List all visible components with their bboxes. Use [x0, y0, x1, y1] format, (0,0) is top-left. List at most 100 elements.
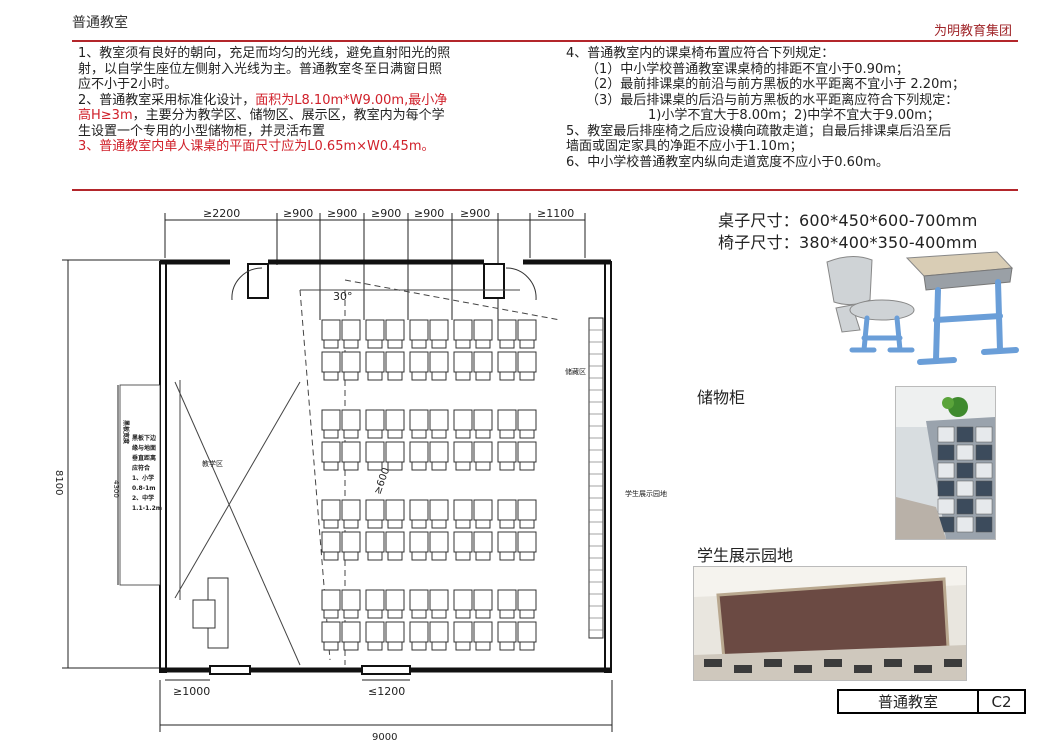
student-chair	[411, 461, 427, 471]
display-label: 学生展示园地	[697, 546, 794, 565]
student-desk	[473, 499, 493, 521]
bottom-center-door	[361, 665, 411, 675]
student-desk	[341, 621, 361, 643]
dim-label: ≥900	[460, 207, 490, 220]
student-chair	[431, 429, 447, 439]
student-chair	[455, 371, 471, 381]
photo-chair	[944, 659, 962, 667]
student-desk	[385, 589, 405, 611]
student-chair	[343, 429, 359, 439]
student-chair	[411, 371, 427, 381]
text-line: 生设置一个专用的小型储物柜，并灵活布置	[78, 123, 326, 139]
height-highlight: 高H≥3m	[78, 108, 133, 123]
text-line: 墙面或固定家具的净距不应小于1.10m；	[566, 139, 803, 154]
student-desk	[429, 409, 449, 431]
locker-door	[937, 498, 955, 515]
student-desk	[409, 441, 429, 463]
board-note: 垂直距离	[132, 454, 156, 462]
student-desk	[321, 409, 341, 431]
student-desk	[409, 589, 429, 611]
student-desk	[341, 531, 361, 553]
locker-door	[975, 426, 993, 443]
student-chair	[323, 609, 339, 619]
angle-label: 30°	[333, 290, 353, 303]
student-chair	[499, 429, 515, 439]
board-note-box	[119, 384, 161, 586]
dim-label: ≥1000	[173, 685, 210, 698]
chair-size-spec: 椅子尺寸：380*400*350-400mm	[718, 233, 978, 252]
student-desk	[453, 499, 473, 521]
student-chair	[411, 519, 427, 529]
student-chair	[323, 339, 339, 349]
student-chair	[455, 609, 471, 619]
text-line: 1)小学不宜大于8.00m；2)中学不宜大于9.00m；	[648, 108, 940, 123]
student-desk	[365, 441, 385, 463]
photo-chair	[734, 665, 752, 673]
student-desk	[365, 589, 385, 611]
student-desk	[453, 319, 473, 341]
overall-width-label: 9000	[372, 732, 397, 743]
text-line: （1）中小学校普通教室课桌椅的排距不宜小于0.90m；	[586, 61, 909, 77]
locker-door	[937, 426, 955, 443]
student-desk	[385, 409, 405, 431]
locker-door	[956, 462, 974, 479]
desk-size-spec: 桌子尺寸：600*450*600-700mm	[718, 211, 978, 230]
locker-door	[956, 426, 974, 443]
sight-line	[174, 381, 301, 599]
student-chair	[455, 461, 471, 471]
student-chair	[431, 609, 447, 619]
student-chair	[343, 641, 359, 651]
student-chair	[367, 551, 383, 561]
desk-grid	[321, 319, 537, 651]
student-desk	[473, 621, 493, 643]
footer-code: C2	[991, 692, 1012, 711]
locker-door	[956, 480, 974, 497]
student-desk	[497, 531, 517, 553]
student-chair	[411, 339, 427, 349]
board-note: 黑板宽度	[122, 420, 130, 445]
locker-door	[956, 444, 974, 461]
student-chair	[519, 339, 535, 349]
student-desk	[517, 409, 537, 431]
student-desk	[321, 441, 341, 463]
chair-back	[826, 256, 873, 306]
student-chair	[431, 519, 447, 529]
student-desk	[517, 589, 537, 611]
student-desk	[517, 319, 537, 341]
student-desk	[385, 351, 405, 373]
student-chair	[431, 551, 447, 561]
student-chair	[387, 641, 403, 651]
student-desk	[429, 319, 449, 341]
student-desk	[385, 531, 405, 553]
student-chair	[475, 371, 491, 381]
student-chair	[367, 461, 383, 471]
student-chair	[367, 609, 383, 619]
storage-label: 储物柜	[697, 388, 746, 407]
photo-chair	[854, 665, 872, 673]
student-chair	[387, 551, 403, 561]
student-chair	[323, 641, 339, 651]
locker-door	[956, 516, 974, 533]
student-chair	[455, 519, 471, 529]
student-desk	[321, 589, 341, 611]
student-chair	[431, 339, 447, 349]
student-desk	[321, 499, 341, 521]
student-chair	[499, 641, 515, 651]
student-desk	[385, 621, 405, 643]
text-span: 2、普通教室采用标准化设计，	[78, 92, 256, 108]
board-note: 1.1-1.2m	[132, 505, 162, 512]
student-chair	[367, 519, 383, 529]
student-chair	[323, 371, 339, 381]
student-desk	[497, 409, 517, 431]
text-line: （2）最前排课桌的前沿与前方黑板的水平距离不宜小于 2.20m；	[586, 77, 966, 92]
door-swing-left	[231, 267, 263, 301]
student-chair	[343, 371, 359, 381]
locker-door	[975, 462, 993, 479]
board-note: 0.8-1m	[132, 485, 156, 492]
student-desk	[453, 621, 473, 643]
student-chair	[323, 551, 339, 561]
student-chair	[519, 609, 535, 619]
footer-title-box: 普通教室 C2	[837, 689, 1026, 714]
chair-legs	[861, 315, 903, 353]
footer-name: 普通教室	[839, 691, 979, 712]
